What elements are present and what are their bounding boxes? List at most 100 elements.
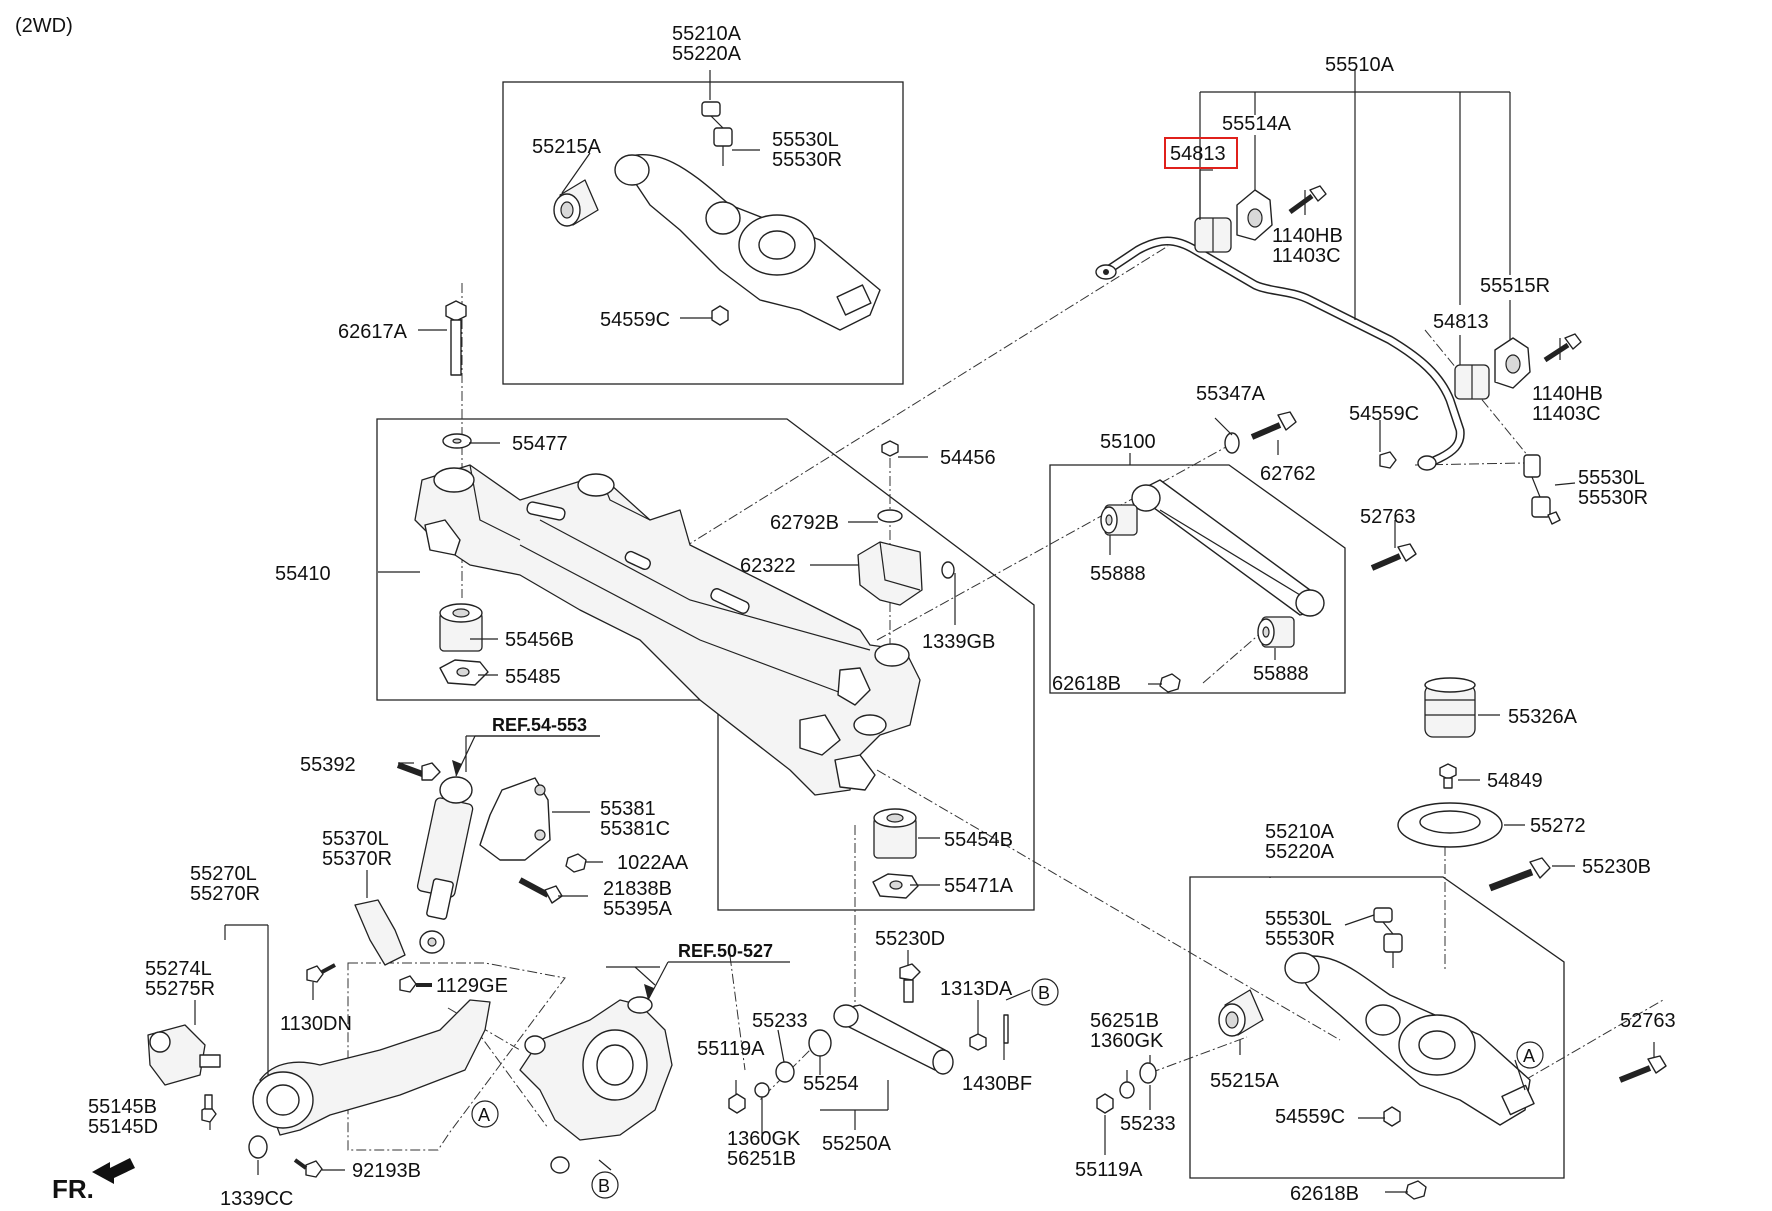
rear-knuckle: [519, 996, 673, 1174]
part-label[interactable]: 55270L: [190, 863, 257, 885]
part-label[interactable]: 55530L: [1578, 467, 1645, 489]
part-label[interactable]: 55215A: [1210, 1070, 1280, 1092]
part-label[interactable]: 54849: [1487, 770, 1543, 792]
part-label[interactable]: 55530L: [772, 129, 839, 151]
part-label[interactable]: 1140HB: [1532, 383, 1603, 405]
part-label[interactable]: 55530R: [772, 149, 842, 171]
part-label[interactable]: 1360GK: [1090, 1030, 1164, 1052]
part-label[interactable]: 55530R: [1265, 928, 1335, 950]
part-label[interactable]: 55119A: [697, 1038, 765, 1060]
part-label[interactable]: 55477: [512, 433, 568, 455]
part-label highlighted-part-label[interactable]: 54813: [1170, 143, 1226, 165]
part-label[interactable]: 1430BF: [962, 1073, 1032, 1095]
ref-label-50-527[interactable]: REF.50-527: [678, 941, 773, 961]
part-label[interactable]: 1360GK: [727, 1128, 801, 1150]
part-label[interactable]: 55485: [505, 666, 561, 688]
part-label[interactable]: 55250A: [822, 1133, 892, 1155]
nut-1339gb: [941, 561, 955, 579]
stopper-55471a: [872, 873, 919, 899]
part-label[interactable]: 62618B: [1052, 673, 1121, 695]
part-label[interactable]: 55514A: [1222, 113, 1292, 135]
part-label[interactable]: 55233: [752, 1010, 808, 1032]
part-label[interactable]: 55326A: [1508, 706, 1578, 728]
part-label[interactable]: 56251B: [1090, 1010, 1159, 1032]
part-label[interactable]: 55510A: [1325, 54, 1395, 76]
part-label[interactable]: 55454B: [944, 829, 1013, 851]
shock-bracket-55381: [479, 777, 551, 861]
part-label[interactable]: 1130DN: [280, 1013, 352, 1035]
part-label[interactable]: 62792B: [770, 512, 839, 534]
part-label[interactable]: 55395A: [603, 898, 673, 920]
part-label[interactable]: 55145D: [88, 1116, 158, 1138]
part-label[interactable]: 55100: [1100, 431, 1156, 453]
part-label[interactable]: 62762: [1260, 463, 1316, 485]
part-label[interactable]: 1339CC: [220, 1188, 293, 1210]
part-label[interactable]: 54559C: [1349, 403, 1419, 425]
part-label[interactable]: 52763: [1620, 1010, 1676, 1032]
part-label[interactable]: 1339GB: [922, 631, 995, 653]
part-label[interactable]: 92193B: [352, 1160, 421, 1182]
part-label[interactable]: 55392: [300, 754, 356, 776]
part-label[interactable]: 55410: [275, 563, 331, 585]
part-label[interactable]: 55515R: [1480, 275, 1550, 297]
subframe-group-box: [376, 418, 1035, 911]
part-label[interactable]: 55145B: [88, 1096, 157, 1118]
part-label[interactable]: 55254: [803, 1073, 859, 1095]
part-label[interactable]: 52763: [1360, 506, 1416, 528]
part-label[interactable]: 55270R: [190, 883, 260, 905]
nut-54456: [881, 440, 899, 457]
part-label[interactable]: 55888: [1090, 563, 1146, 585]
part-label[interactable]: 54813: [1433, 311, 1489, 333]
part-label[interactable]: 1140HB: [1272, 225, 1343, 247]
part-label[interactable]: 55272: [1530, 815, 1586, 837]
part-label[interactable]: 55210A: [672, 23, 742, 45]
part-label[interactable]: 54456: [940, 447, 996, 469]
subframe-bolt-62617a: [445, 300, 467, 376]
part-label[interactable]: 55530R: [1578, 487, 1648, 509]
part-label[interactable]: 54559C: [1275, 1106, 1345, 1128]
part-label[interactable]: 1022AA: [617, 852, 689, 874]
lower-link-55250a: [833, 1004, 954, 1075]
part-label[interactable]: 55233: [1120, 1113, 1176, 1135]
part-label[interactable]: 1129GE: [436, 975, 508, 997]
part-label[interactable]: 55381C: [600, 818, 670, 840]
part-label[interactable]: 55456B: [505, 629, 574, 651]
spring-seat-55272: [1397, 802, 1503, 848]
part-label[interactable]: 55230D: [875, 928, 945, 950]
part-label[interactable]: 62617A: [338, 321, 408, 343]
lower-stabilizer-link: [1373, 907, 1403, 968]
front-direction-arrow: [92, 1158, 135, 1184]
part-label[interactable]: 55220A: [1265, 841, 1335, 863]
part-label[interactable]: 55471A: [944, 875, 1014, 897]
part-label[interactable]: 1313DA: [940, 978, 1013, 1000]
nut-62618b-upper: [1159, 673, 1181, 693]
part-label[interactable]: 55530L: [1265, 908, 1332, 930]
part-label[interactable]: 55370R: [322, 848, 392, 870]
part-label[interactable]: 55347A: [1196, 383, 1266, 405]
part-label[interactable]: 11403C: [1532, 403, 1601, 425]
part-label[interactable]: 54559C: [600, 309, 670, 331]
part-label[interactable]: 55274L: [145, 958, 212, 980]
part-label[interactable]: 55119A: [1075, 1159, 1143, 1181]
part-label[interactable]: 55220A: [672, 43, 742, 65]
ref-50-527-pointer: [644, 961, 790, 1001]
part-label[interactable]: 62322: [740, 555, 796, 577]
part-label[interactable]: 55230B: [1582, 856, 1651, 878]
part-label[interactable]: 55215A: [532, 136, 602, 158]
stabilizer-nut-small: [1379, 451, 1397, 469]
trailing-arm-group-box: [347, 962, 566, 1151]
part-label[interactable]: 11403C: [1272, 245, 1341, 267]
part-label[interactable]: 55275R: [145, 978, 215, 1000]
ref-label-54-553[interactable]: REF.54-553: [492, 715, 587, 735]
part-label[interactable]: 55888: [1253, 663, 1309, 685]
bolt-1130dn: [306, 963, 336, 983]
stabilizer-bar: [1095, 236, 1465, 471]
part-label[interactable]: 21838B: [603, 878, 672, 900]
part-label[interactable]: 55381: [600, 798, 656, 820]
part-label[interactable]: 55210A: [1265, 821, 1335, 843]
bolt-54849: [1439, 763, 1457, 789]
part-label[interactable]: 56251B: [727, 1148, 796, 1170]
part-label[interactable]: 55370L: [322, 828, 389, 850]
lateral-link-55100: [1131, 479, 1325, 617]
part-label[interactable]: 62618B: [1290, 1183, 1359, 1205]
